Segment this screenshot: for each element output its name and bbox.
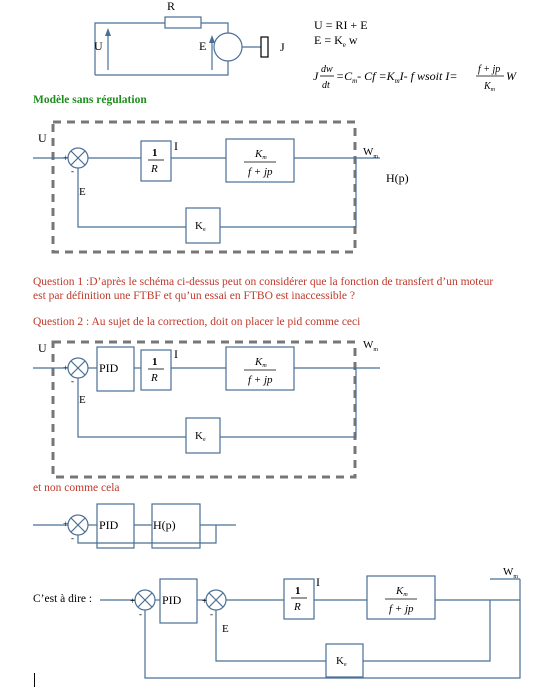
- svg-text:-: -: [139, 609, 142, 619]
- label-r: R: [167, 0, 175, 13]
- block-pid-outer: [159, 578, 198, 624]
- svg-text:f + jp: f + jp: [248, 374, 273, 386]
- motor-circuit: R U E J: [94, 0, 285, 76]
- system-boundary-2: [51, 340, 357, 479]
- block-pid: [96, 346, 135, 392]
- block-ke-4: [325, 643, 364, 678]
- inertia-j: [260, 36, 269, 58]
- equation-w: W: [506, 69, 517, 83]
- svg-text:+: +: [63, 153, 68, 163]
- svg-text:I: I: [174, 347, 178, 361]
- svg-text:-: -: [71, 166, 74, 176]
- svg-text:Km: Km: [254, 356, 267, 369]
- equation-1: U = RI + E: [314, 18, 368, 32]
- block-pid-3: [96, 503, 135, 549]
- diagram-full: PID 1 R Km f + jp Ke + - + - I E Wm: [100, 566, 521, 679]
- svg-text:Wm: Wm: [363, 339, 378, 353]
- svg-text:R: R: [293, 601, 301, 613]
- block-km-over-f-jp-2: [225, 346, 295, 391]
- equation-frac-den: Km: [483, 81, 496, 93]
- svg-text:Ke: Ke: [336, 655, 347, 668]
- diagram-model: 1 R Km f + jp Ke U + - I E Wm H(p): [33, 120, 409, 254]
- svg-text:U: U: [38, 341, 47, 355]
- diagram-pid-inside: PID 1 R Km f + jp Ke U + - I E Wm: [33, 339, 380, 479]
- svg-text:+: +: [202, 596, 207, 606]
- svg-text:R: R: [150, 372, 158, 384]
- svg-text:Km: Km: [395, 585, 408, 598]
- text-cest-a-dire: C’est à dire :: [33, 593, 93, 605]
- svg-text:PID: PID: [99, 518, 119, 532]
- resistor-r: [164, 16, 202, 29]
- equations: U = RI + E E = Ke w J dw dt =Cm- Cf =KmI…: [313, 18, 517, 93]
- svg-text:I: I: [316, 575, 320, 589]
- svg-text:f + jp: f + jp: [389, 603, 414, 615]
- block-ke-2: [185, 417, 221, 454]
- equation-2: E = Ke w: [314, 33, 358, 49]
- label-u: U: [94, 39, 103, 53]
- question-2: Question 2 : Au sujet de la correction, …: [33, 316, 361, 328]
- svg-text:H(p): H(p): [153, 518, 176, 532]
- svg-text:Ke: Ke: [195, 220, 206, 233]
- svg-text:E: E: [79, 394, 86, 406]
- svg-text:Wm: Wm: [503, 566, 518, 580]
- svg-text:1: 1: [152, 356, 158, 368]
- motor-symbol: [213, 32, 243, 62]
- block-1-over-r-2: [140, 349, 172, 391]
- svg-text:PID: PID: [162, 593, 182, 607]
- block-ke: [185, 207, 221, 244]
- svg-text:R: R: [150, 163, 158, 175]
- text-et-non-comme-cela: et non comme cela: [33, 482, 120, 494]
- diagram-pid-hp: PID H(p) + -: [33, 503, 236, 549]
- block-1-over-r-4: [283, 578, 315, 620]
- svg-text:Ke: Ke: [195, 430, 206, 443]
- svg-text:-: -: [71, 533, 74, 543]
- svg-text:PID: PID: [99, 361, 119, 375]
- svg-text:-: -: [210, 609, 213, 619]
- equation-body: =Cm- Cf =KmI- f wsoit I=: [336, 69, 457, 85]
- block-km-over-f-jp-4: [366, 575, 436, 620]
- svg-text:1: 1: [295, 585, 301, 597]
- section-title: Modèle sans régulation: [33, 94, 147, 106]
- svg-text:I: I: [174, 139, 178, 153]
- label-hp: H(p): [386, 171, 409, 185]
- svg-text:E: E: [79, 186, 86, 198]
- system-boundary: [51, 120, 357, 254]
- svg-text:-: -: [71, 376, 74, 386]
- block-1-over-r: [140, 140, 172, 182]
- equation-dw: dw: [321, 64, 333, 75]
- svg-text:+: +: [130, 596, 135, 606]
- label-e: E: [199, 39, 206, 53]
- svg-text:U: U: [38, 131, 47, 145]
- text-cursor: [34, 673, 35, 687]
- question-1-line-1: Question 1 :D’après le schéma ci-dessus …: [33, 276, 494, 288]
- svg-text:f + jp: f + jp: [248, 166, 273, 178]
- svg-text:Km: Km: [254, 148, 267, 161]
- equation-j: J: [313, 69, 319, 83]
- equation-frac-num: f + jp: [478, 64, 500, 75]
- question-1-line-2: est par définition une FTBF et qu’un ess…: [33, 290, 355, 302]
- svg-text:+: +: [63, 519, 68, 529]
- svg-text:Wm: Wm: [363, 146, 378, 160]
- svg-text:+: +: [63, 363, 68, 373]
- svg-text:1: 1: [152, 147, 158, 159]
- equation-dt: dt: [322, 80, 330, 91]
- block-hp: [151, 503, 201, 549]
- block-km-over-f-jp: [225, 138, 295, 183]
- label-j: J: [280, 40, 285, 54]
- svg-text:E: E: [222, 623, 229, 635]
